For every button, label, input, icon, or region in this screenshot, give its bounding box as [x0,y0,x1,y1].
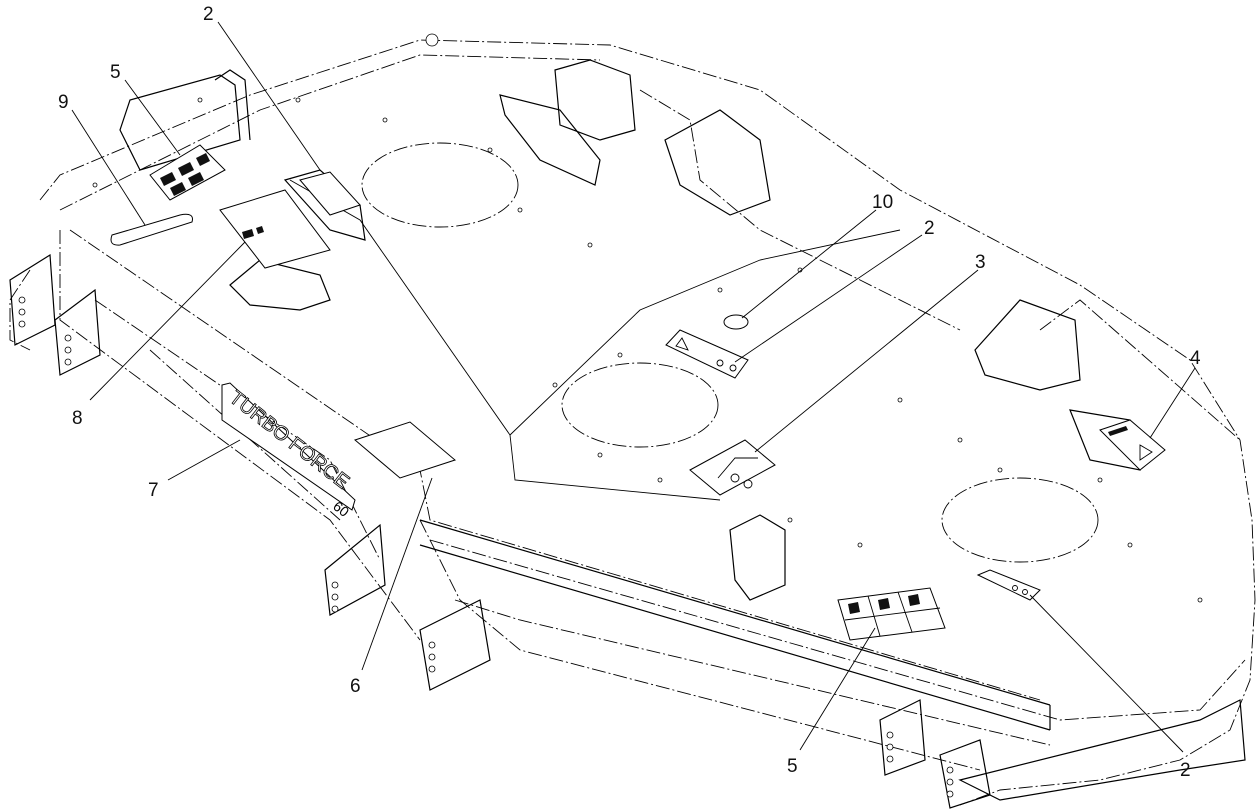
decal-2-upper [299,171,361,216]
decal-6 [353,421,457,479]
decal-3 [689,439,776,496]
callout-5-bottom: 5 [787,756,798,777]
decal-9-strip [110,213,193,246]
callout-10: 10 [872,192,893,213]
decal-5-upper [149,144,226,201]
deck-outline [9,39,1256,806]
callout-2-bottom: 2 [1180,760,1191,781]
callout-9: 9 [58,92,69,113]
callout-2-mid: 2 [924,218,935,239]
decal-4 [1099,419,1166,471]
mounting-brackets [9,59,1246,809]
callout-labels: 2 5 9 8 7 6 10 2 3 4 5 2 [58,4,1201,781]
decal-5-lower [837,587,946,641]
decal-10-round [723,314,749,330]
callout-8: 8 [72,408,83,429]
leader-lines [71,21,1196,753]
decal-2-lower [976,569,1041,601]
callout-3: 3 [975,252,986,273]
callout-4: 4 [1190,348,1201,369]
callout-6: 6 [350,676,361,697]
callout-7: 7 [148,480,159,501]
decal-7-brand: TURBO FORCE 60 [221,382,356,520]
callout-5-top: 5 [110,62,121,83]
brand-text: TURBO FORCE [225,387,353,494]
callout-2-top: 2 [203,4,214,25]
decal-2-middle [665,329,749,379]
decal-8 [219,189,331,269]
spindle-openings [361,142,1099,563]
bracket-holes [18,33,1203,798]
